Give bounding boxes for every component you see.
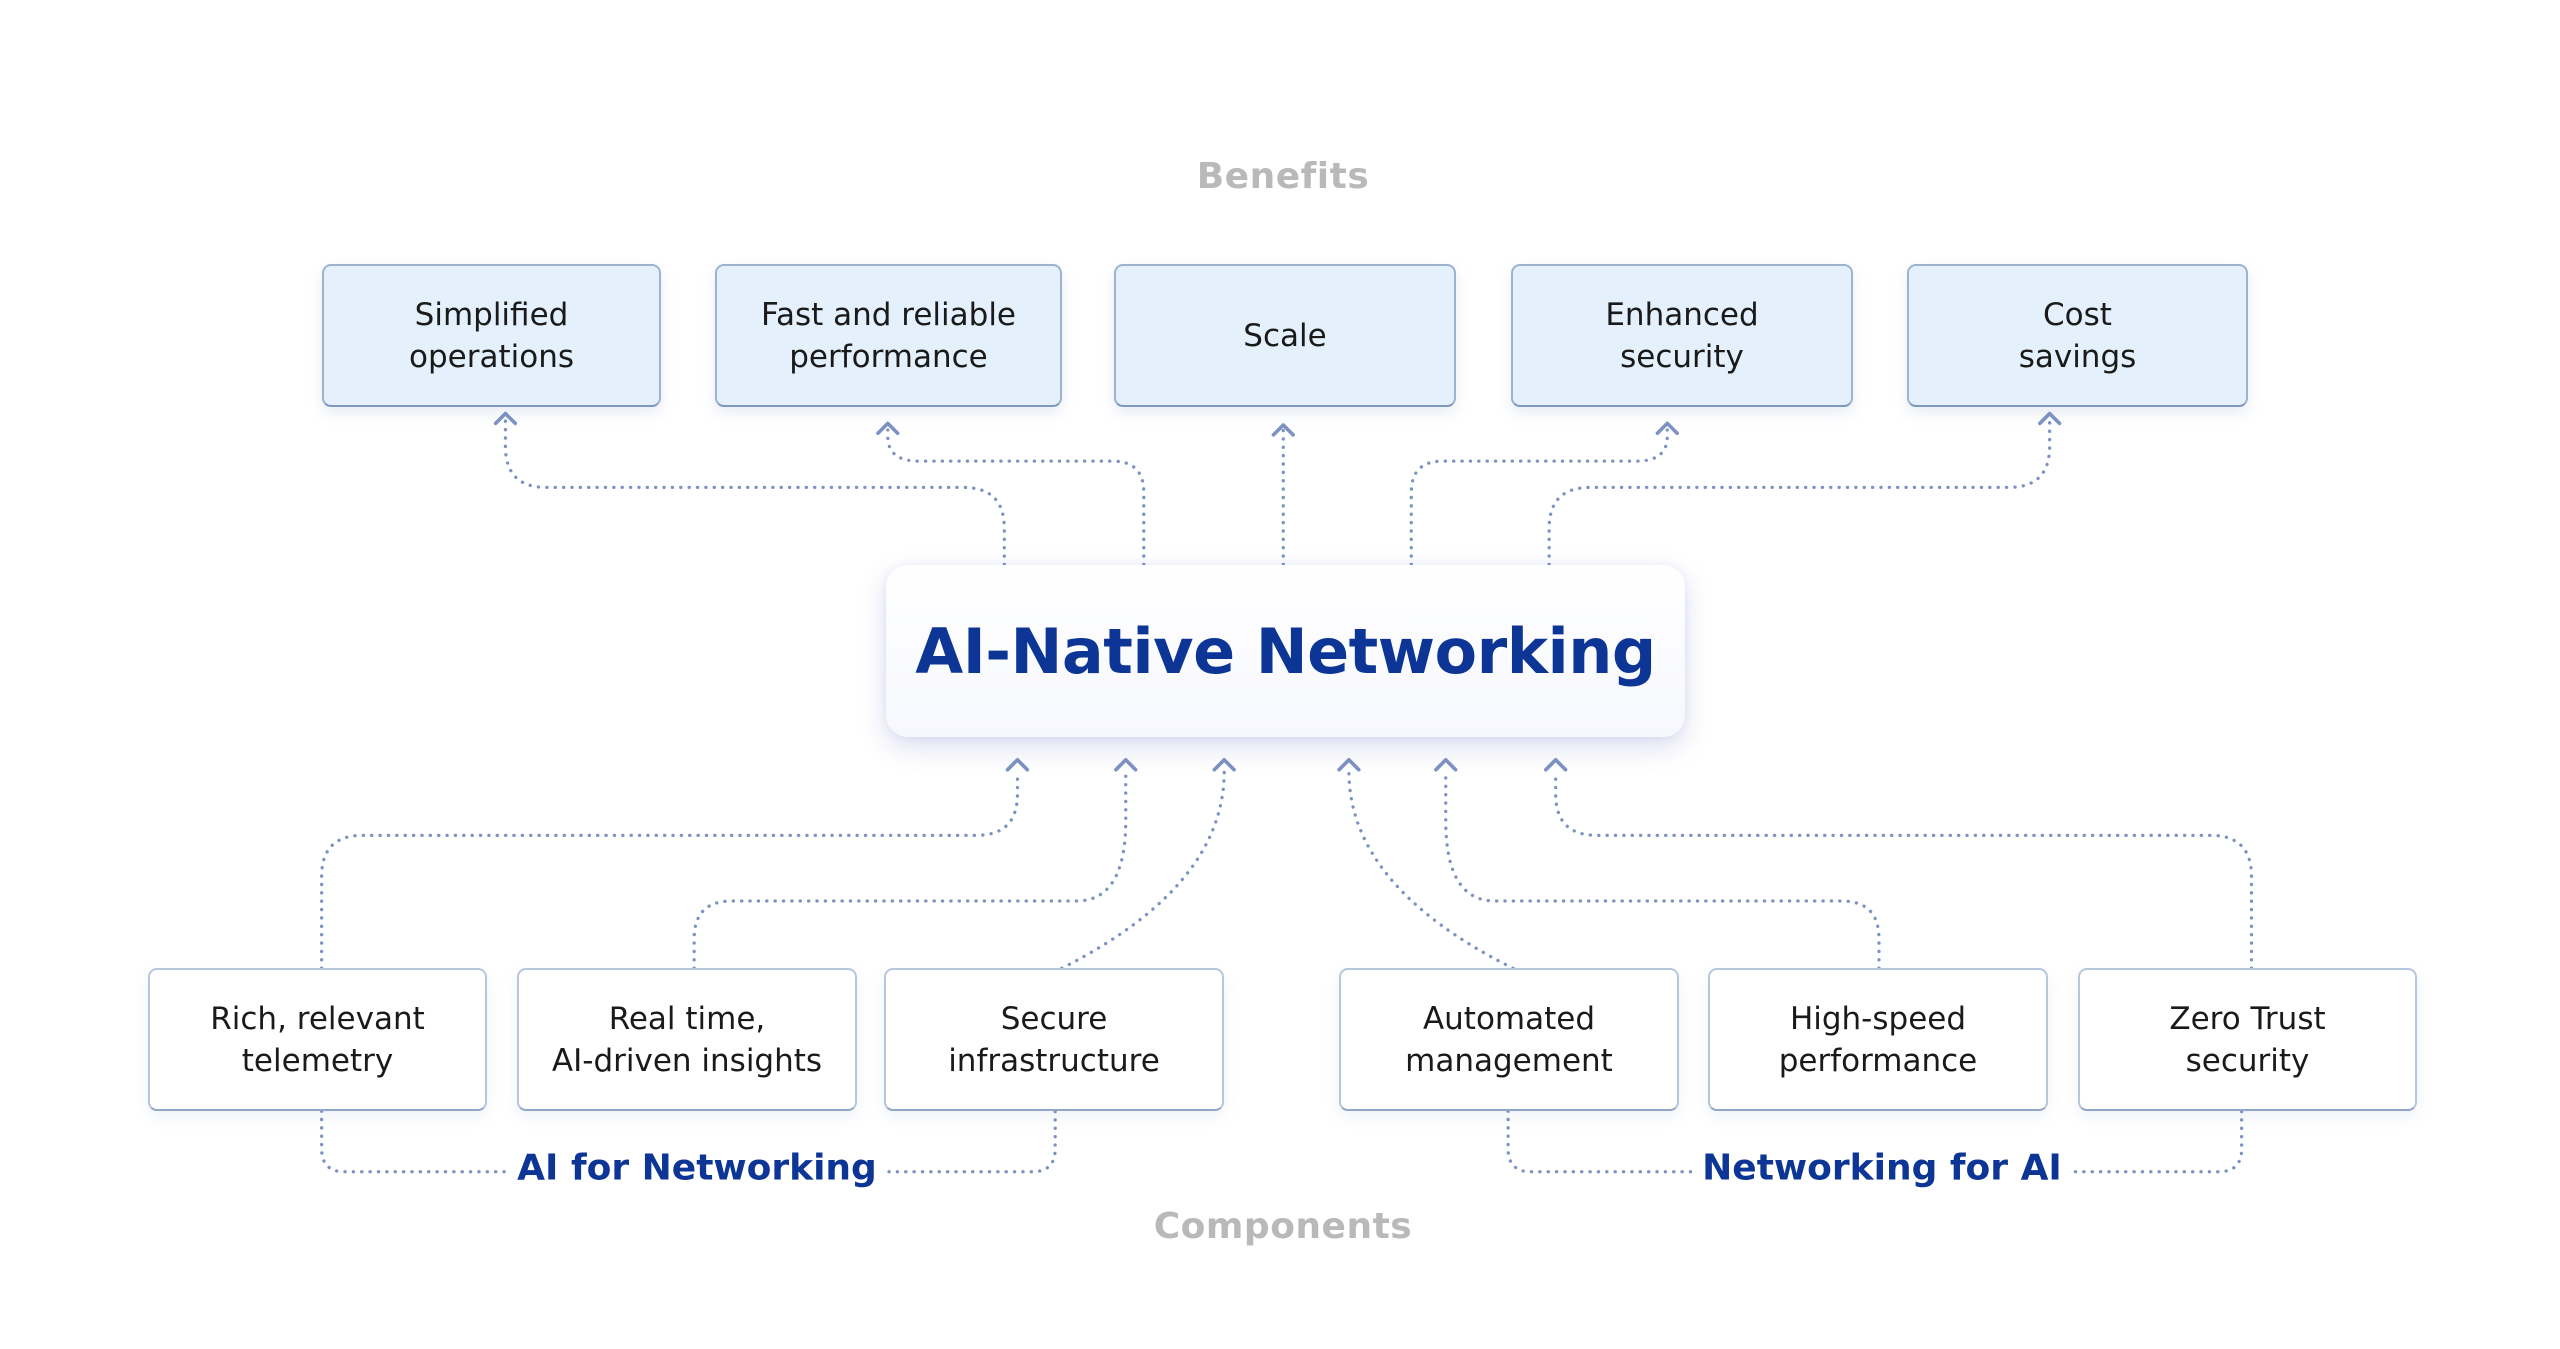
component-box-zero-trust-security: Zero Trust security [2078, 968, 2417, 1111]
arrowhead-icon [1337, 758, 1361, 772]
benefit-box-cost-savings: Cost savings [1907, 264, 2248, 407]
benefit-box-enhanced-security: Enhanced security [1511, 264, 1853, 407]
connector-benefit-2 [886, 428, 1146, 567]
group-label-ai-for-networking: AI for Networking [507, 1147, 887, 1189]
connector-component-5 [1444, 769, 1881, 970]
group-label-networking-for-ai: Networking for AI [1692, 1147, 2072, 1189]
arrowhead-icon [876, 421, 900, 436]
arrowhead-icon [1114, 758, 1138, 772]
center-title: AI-Native Networking [915, 614, 1656, 688]
connector-component-6 [1554, 769, 2254, 970]
arrowhead-icon [1271, 423, 1295, 437]
component-box-telemetry: Rich, relevant telemetry [148, 968, 487, 1111]
arrowhead-icon [1212, 758, 1236, 772]
arrowhead-icon [1005, 758, 1030, 772]
connector-component-2 [692, 769, 1128, 970]
arrowhead-icon [1544, 758, 1568, 772]
arrowhead-icon [493, 411, 518, 426]
component-box-high-speed-performance: High-speed performance [1708, 968, 2048, 1111]
connector-component-1 [320, 769, 1020, 970]
benefit-box-scale: Scale [1114, 264, 1456, 407]
component-box-automated-management: Automated management [1339, 968, 1679, 1111]
connector-component-4 [1347, 769, 1515, 970]
benefits-heading: Benefits [1196, 156, 1370, 197]
components-heading: Components [1153, 1206, 1413, 1247]
center-node: AI-Native Networking [886, 565, 1685, 737]
connector-benefit-5 [1547, 418, 2052, 567]
connector-component-3 [1060, 769, 1226, 970]
arrowhead-icon [1434, 758, 1458, 772]
connector-benefit-1 [503, 418, 1006, 567]
arrowhead-icon [1655, 421, 1679, 436]
component-box-secure-infrastructure: Secure infrastructure [884, 968, 1224, 1111]
connector-benefit-4 [1409, 428, 1669, 567]
arrowhead-icon [2037, 411, 2062, 426]
benefit-box-fast-reliable-performance: Fast and reliable performance [715, 264, 1062, 407]
benefit-box-simplified-operations: Simplified operations [322, 264, 661, 407]
component-box-ai-driven-insights: Real time, AI-driven insights [517, 968, 857, 1111]
